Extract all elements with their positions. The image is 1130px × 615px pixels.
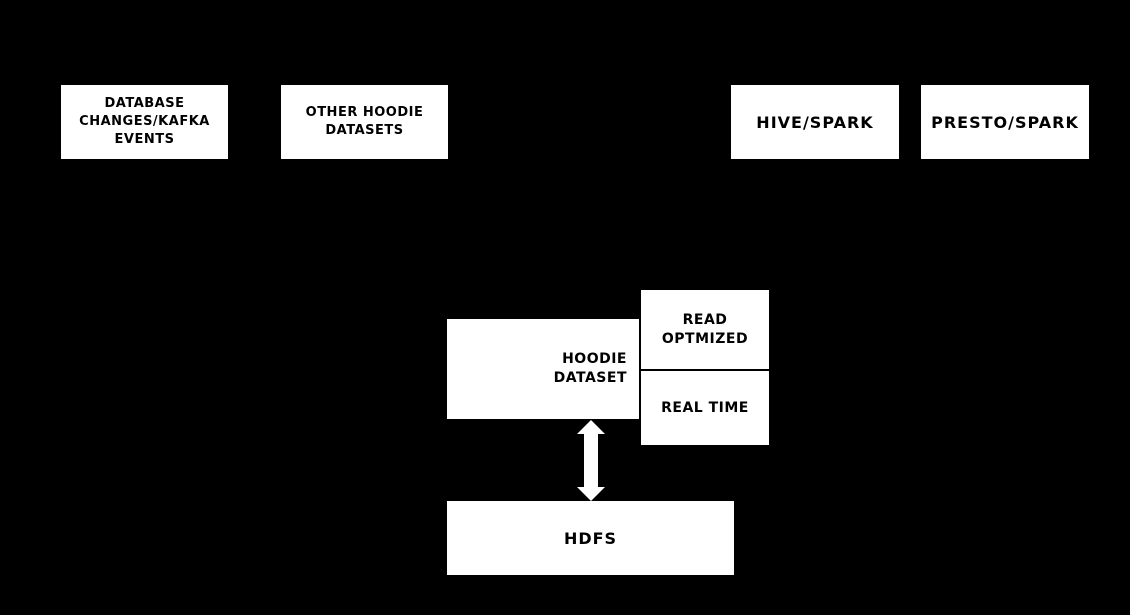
hoodie-dataset-box-label-line1: HOODIE xyxy=(562,351,627,367)
view-box-real-time: REAL TIME xyxy=(641,371,769,445)
source-box-database-changes: DATABASE CHANGES/KAFKA EVENTS xyxy=(61,85,228,159)
hdfs-box: HDFS xyxy=(447,501,734,575)
bidirectional-arrow-icon xyxy=(577,420,605,501)
source-box-other-hoodie-datasets-label-line1: OTHER HOODIE xyxy=(305,105,424,120)
hdfs-box-label: HDFS xyxy=(563,528,618,548)
source-box-other-hoodie-datasets: OTHER HOODIE DATASETS xyxy=(281,85,448,159)
source-box-other-hoodie-datasets-label-line2: DATASETS xyxy=(325,123,404,138)
query-engine-box-presto-spark: PRESTO/SPARK xyxy=(921,85,1089,159)
view-box-read-optmized: READ OPTMIZED xyxy=(641,290,769,369)
view-box-real-time-label: REAL TIME xyxy=(661,400,749,416)
query-engine-box-hive-spark: HIVE/SPARK xyxy=(731,85,899,159)
source-box-database-changes-label-line3: EVENTS xyxy=(114,132,175,147)
query-engine-box-hive-spark-label: HIVE/SPARK xyxy=(756,112,874,132)
source-box-database-changes-label-line1: DATABASE xyxy=(104,96,185,111)
view-box-read-optmized-label-line1: READ xyxy=(682,311,728,328)
source-box-database-changes-label-line2: CHANGES/KAFKA xyxy=(79,114,210,129)
hoodie-dataset-box-label-line2: DATASET xyxy=(553,370,627,386)
query-engine-box-presto-spark-label: PRESTO/SPARK xyxy=(931,112,1079,132)
hoodie-dataset-box: HOODIE DATASET xyxy=(447,319,639,419)
view-box-read-optmized-label-line2: OPTMIZED xyxy=(661,330,749,347)
